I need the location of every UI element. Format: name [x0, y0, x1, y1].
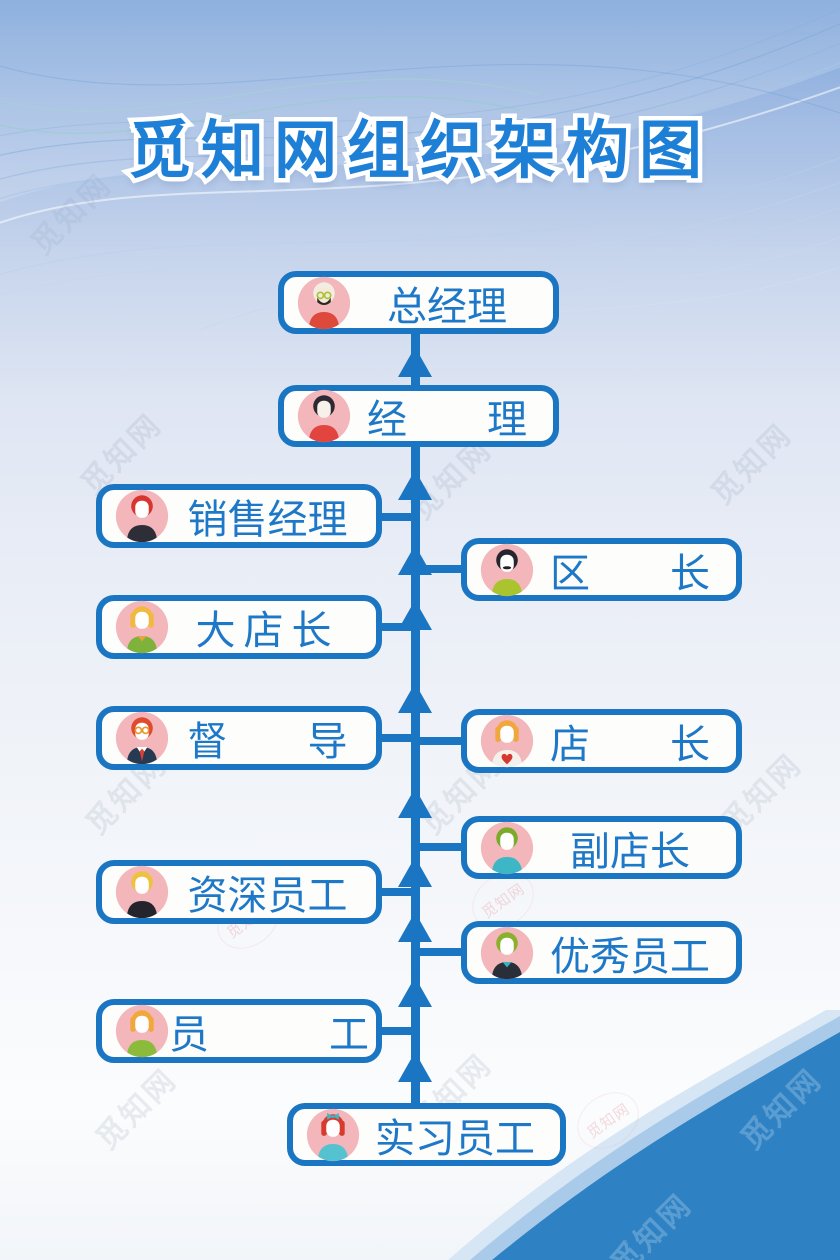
intern-avatar-icon — [306, 1108, 360, 1162]
connector-line — [376, 888, 415, 896]
org-node-intern: 实习员工 — [287, 1103, 566, 1166]
org-node-label: 督 导 — [187, 719, 348, 765]
org-node-label: 优秀员工 — [550, 933, 710, 980]
connector-line — [416, 948, 463, 956]
supervisor-avatar-icon — [115, 711, 169, 765]
up-arrow-icon — [398, 857, 432, 887]
manager-avatar-icon — [297, 389, 351, 443]
org-node-general-manager: 总经理 — [278, 271, 559, 334]
district-chief-avatar-icon — [480, 543, 534, 597]
up-arrow-icon — [398, 600, 432, 630]
big-store-manager-avatar-icon — [115, 600, 169, 654]
org-node-label: 总经理 — [387, 283, 507, 330]
connector-line — [376, 623, 415, 631]
org-node-store-manager: 店 长 — [461, 709, 742, 773]
org-node-senior-employee: 资深员工 — [96, 860, 382, 924]
connector-line — [416, 565, 463, 573]
connector-line — [376, 513, 415, 521]
org-node-label: 店 长 — [550, 722, 710, 768]
up-arrow-icon — [398, 347, 432, 377]
senior-employee-avatar-icon — [115, 865, 169, 919]
general-manager-avatar-icon — [297, 276, 351, 330]
org-node-excellent-employee: 优秀员工 — [461, 921, 742, 984]
up-arrow-icon — [398, 788, 432, 818]
main-flow-line — [411, 331, 420, 1106]
up-arrow-icon — [398, 545, 432, 575]
org-node-sales-manager: 销售经理 — [96, 484, 382, 548]
connector-line — [416, 737, 463, 745]
org-node-label: 副店长 — [570, 828, 690, 875]
org-node-district-chief: 区 长 — [461, 538, 742, 601]
org-node-label: 实习员工 — [375, 1115, 535, 1162]
connector-line — [376, 1027, 415, 1035]
org-node-deputy-store-manager: 副店长 — [461, 816, 742, 879]
page-title-text: 觅知网组织架构图 — [128, 114, 712, 187]
org-node-label: 经 理 — [367, 397, 527, 443]
excellent-employee-avatar-icon — [480, 926, 534, 980]
org-node-manager: 经 理 — [278, 385, 559, 447]
up-arrow-icon — [398, 683, 432, 713]
sales-manager-avatar-icon — [115, 489, 169, 543]
connector-line — [416, 843, 463, 851]
page-title-stroke: 觅知网组织架构图 — [124, 110, 712, 192]
watermark-text: 觅知网 — [704, 417, 800, 512]
store-manager-avatar-icon — [480, 714, 534, 768]
connector-line — [376, 734, 415, 742]
org-node-big-store-manager: 大店长 — [96, 595, 382, 659]
employee-avatar-icon — [115, 1004, 169, 1058]
org-node-label: 销售经理 — [187, 497, 348, 543]
bottom-wave-band — [448, 1010, 840, 1260]
up-arrow-icon — [398, 977, 432, 1007]
org-node-label: 员 工 — [169, 1012, 369, 1058]
org-node-label: 资深员工 — [187, 873, 348, 919]
page-title: 觅知网组织架构图觅知网组织架构图 — [0, 100, 840, 192]
up-arrow-icon — [398, 1052, 432, 1082]
org-node-label: 大店长 — [195, 608, 340, 654]
org-node-supervisor: 督 导 — [96, 706, 382, 770]
up-arrow-icon — [398, 470, 432, 500]
up-arrow-icon — [398, 912, 432, 942]
org-node-label: 区 长 — [550, 550, 710, 597]
deputy-store-manager-avatar-icon — [480, 821, 534, 875]
org-node-employee: 员 工 — [96, 999, 382, 1063]
